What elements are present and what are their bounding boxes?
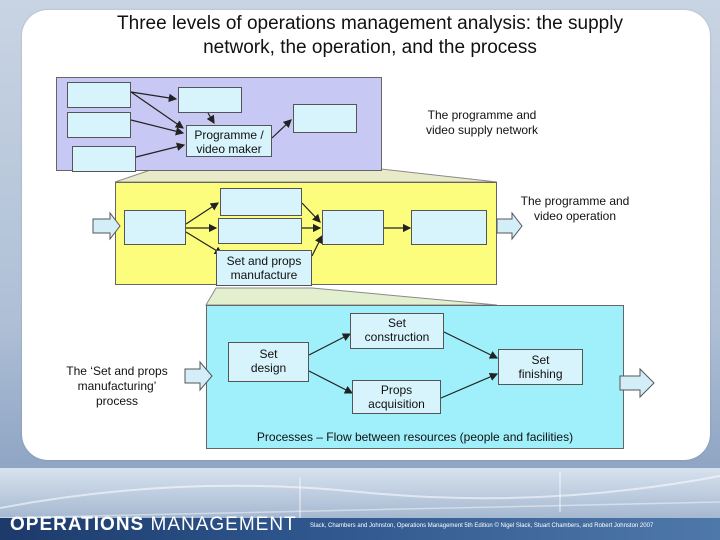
props-acquisition-line-2: acquisition xyxy=(368,397,425,411)
set-finishing-line-1: Set xyxy=(531,353,550,367)
operation-box-5 xyxy=(411,210,487,245)
supply-network-label: The programme and video supply network xyxy=(402,108,562,138)
set-finishing-box: Set finishing xyxy=(498,349,583,385)
slide-title-line-2: network, the operation, and the process xyxy=(203,37,537,58)
props-acquisition-box: Props acquisition xyxy=(352,380,441,414)
process-side-label-line-1: The ‘Set and props xyxy=(66,364,168,378)
operation-label-line-1: The programme and xyxy=(520,194,630,208)
maker-label-line-2: video maker xyxy=(196,142,262,156)
network-first-tier-box xyxy=(178,87,242,113)
brand-word-management: MANAGEMENT xyxy=(150,514,297,535)
brand-word-operations: OPERATIONS xyxy=(10,514,145,535)
copyright-credit: Slack, Chambers and Johnston, Operations… xyxy=(310,523,654,529)
set-construction-line-1: Set xyxy=(387,316,406,330)
set-design-box: Set design xyxy=(228,342,309,382)
operation-box-4 xyxy=(322,210,384,245)
supply-network-label-line-1: The programme and xyxy=(427,108,537,122)
process-side-label-line-2: manufacturing’ xyxy=(77,379,157,393)
props-acquisition-line-1: Props xyxy=(380,383,413,397)
slide-title: Three levels of operations management an… xyxy=(60,12,680,60)
operations-management-logo: OPERATIONS MANAGEMENT xyxy=(10,514,297,536)
set-props-manufacture-line-2: manufacture xyxy=(230,268,298,282)
operation-box-1 xyxy=(124,210,186,245)
slide-title-line-1: Three levels of operations management an… xyxy=(117,13,623,34)
operation-label: The programme and video operation xyxy=(500,194,650,224)
supply-network-label-line-2: video supply network xyxy=(425,123,539,137)
network-supplier-box-3 xyxy=(72,146,136,172)
network-supplier-box-2 xyxy=(67,112,131,138)
set-props-manufacture-line-1: Set and props xyxy=(226,254,302,268)
set-construction-line-2: construction xyxy=(364,330,430,344)
maker-label-line-1: Programme / xyxy=(194,128,264,142)
network-customer-box xyxy=(293,104,357,133)
operation-label-line-2: video operation xyxy=(533,209,617,223)
footer-strip xyxy=(0,518,720,540)
process-side-label: The ‘Set and props manufacturing’ proces… xyxy=(52,364,182,409)
programme-video-maker-box: Programme / video maker xyxy=(186,125,272,157)
operation-box-3 xyxy=(218,218,302,244)
process-side-label-line-3: process xyxy=(95,394,139,408)
set-finishing-line-2: finishing xyxy=(518,367,563,381)
set-construction-box: Set construction xyxy=(350,313,444,349)
process-caption: Processes – Flow between resources (peop… xyxy=(256,430,574,444)
set-design-line-2: design xyxy=(250,361,287,375)
set-design-line-1: Set xyxy=(259,347,278,361)
operation-box-2 xyxy=(220,188,302,216)
network-supplier-box-1 xyxy=(67,82,131,108)
set-and-props-manufacture-box: Set and props manufacture xyxy=(216,250,312,286)
footer-banner: OPERATIONS MANAGEMENT Slack, Chambers an… xyxy=(0,468,720,540)
